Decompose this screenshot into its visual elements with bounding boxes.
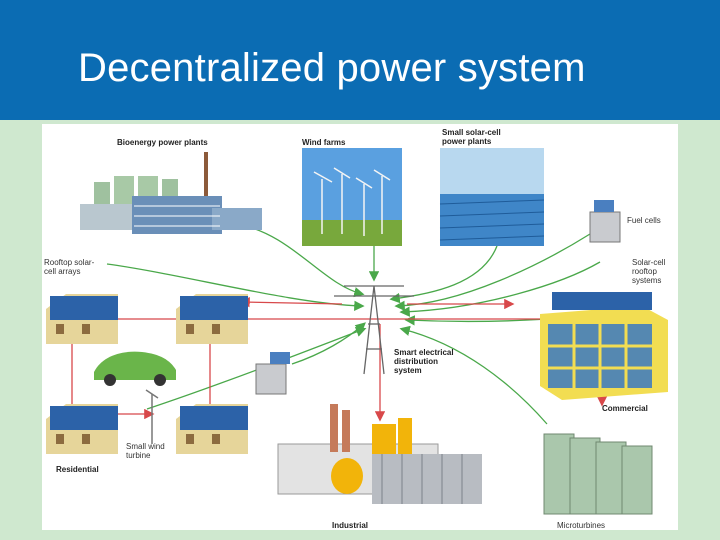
title-bar: Decentralized power system [0,0,720,120]
wind-farms-label: Wind farms [302,138,346,147]
microturbines-label: Microturbines [557,521,606,530]
diagram-canvas [46,148,668,515]
industrial-plant-illustration [277,404,482,504]
solar-plant-illustration [439,148,545,246]
fuel-cell-illustration [589,200,621,243]
house-illustration [176,294,248,344]
small-wind-label: Small wind turbine [126,442,165,460]
bioenergy-label: Bioenergy power plants [117,138,208,147]
slide-title: Decentralized power system [78,46,586,90]
industrial-label: Industrial [332,521,369,530]
fuel-cell-illustration [255,352,290,395]
residential-label: Residential [56,465,99,474]
smart-grid-label: Smart electrical distribution system [394,348,454,375]
electric-car-illustration [94,351,176,386]
rooftop-arrays-label: Rooftop solar- cell arrays [44,258,95,276]
house-illustration [176,404,248,454]
small-wind-turbine-illustration [145,389,159,444]
solar-plants-label: Small solar-cell power plants [442,128,501,146]
commercial-label: Commercial [602,404,648,413]
commercial-building-illustration [540,292,668,400]
solar-rooftop-label: Solar-cell rooftop systems [632,258,666,285]
transmission-tower-illustration [334,285,414,375]
wind-farm-illustration [302,148,402,246]
fuel-cells-label: Fuel cells [627,216,661,225]
bioenergy-plant-illustration [80,152,262,234]
diagram-panel: Bioenergy power plants Wind farms Small … [42,124,678,530]
red-flow-lines [71,296,608,422]
house-illustration [46,294,118,344]
house-illustration [46,404,118,454]
microturbines-illustration [543,433,653,515]
